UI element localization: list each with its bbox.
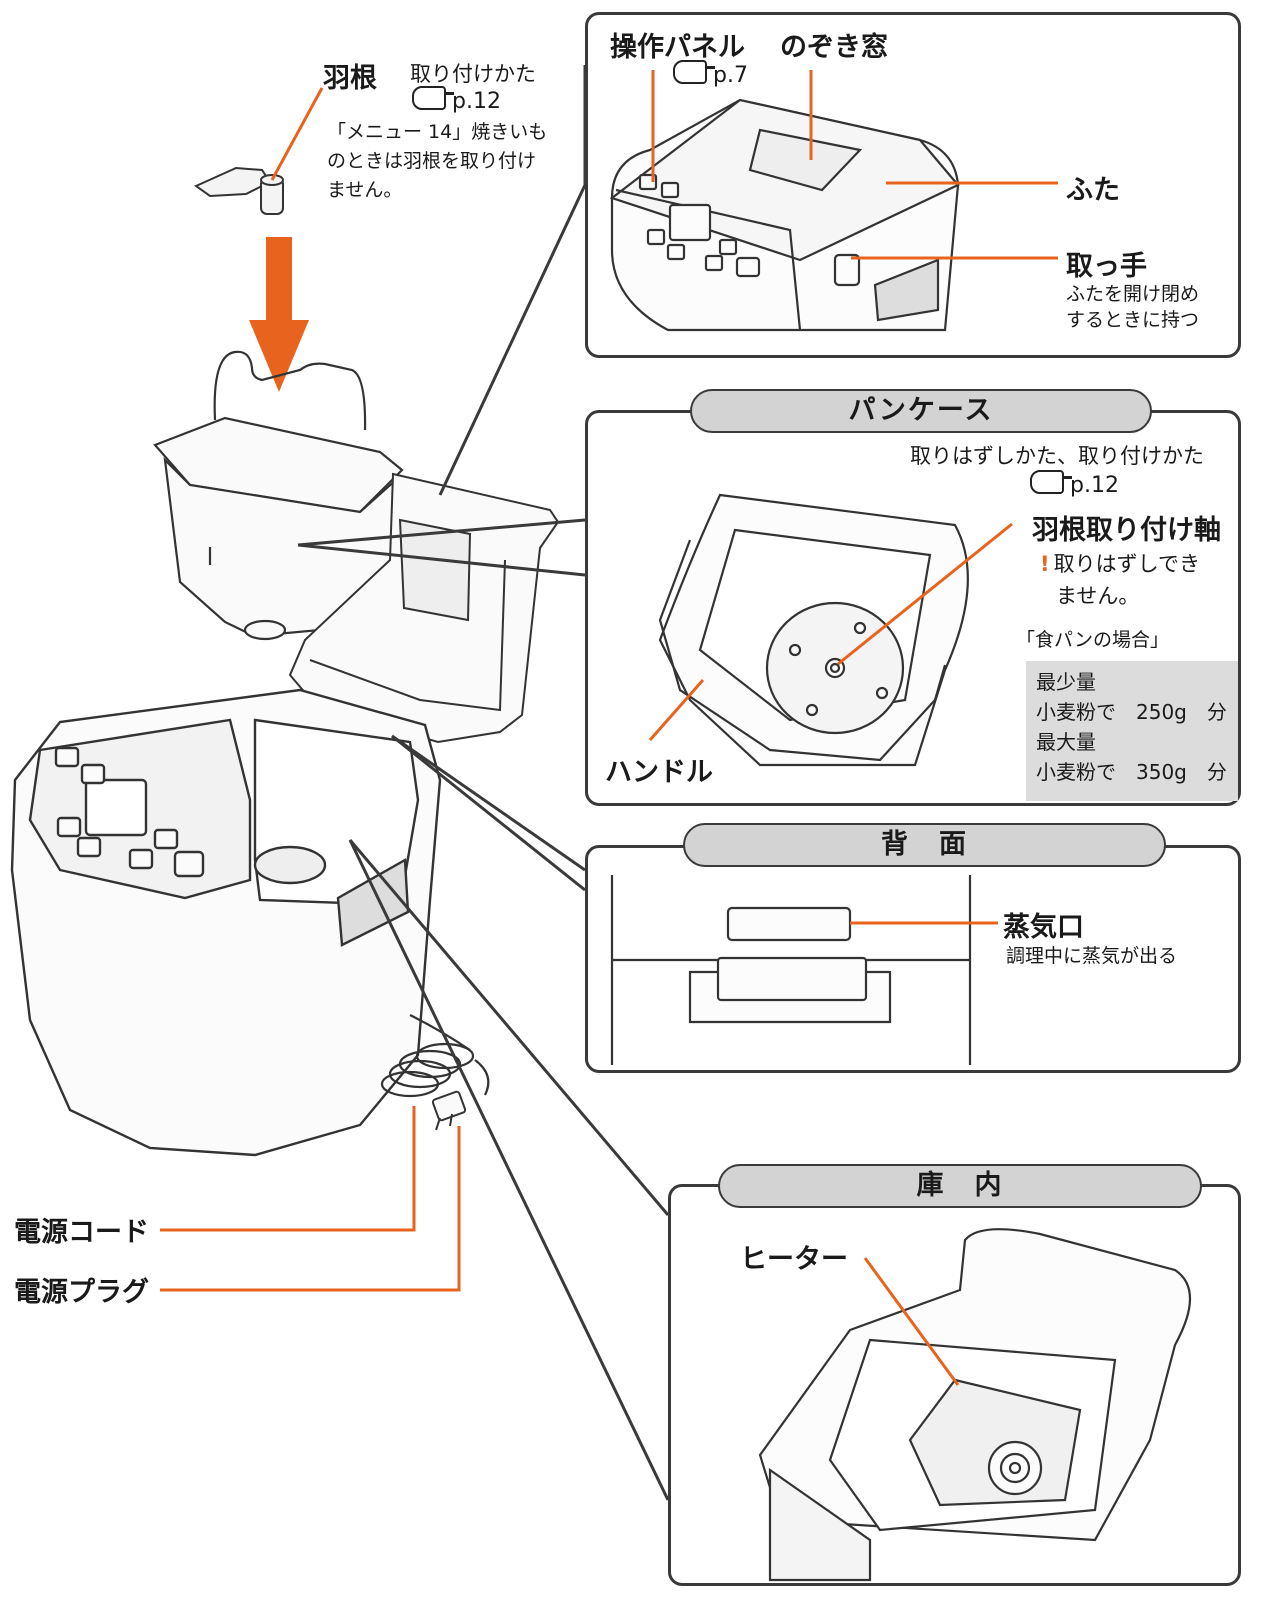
- cord-plug-leaders: [160, 1106, 461, 1292]
- capacity-box: 最少量 小麦粉で 250g 分 最大量 小麦粉で 350g 分: [1026, 661, 1238, 801]
- pan-case-ref-text: p.12: [1070, 473, 1119, 498]
- paddle-shaft-warning-2: ません。: [1056, 584, 1140, 608]
- paddle-shaft-warning-text-1: 取りはずしでき: [1053, 552, 1200, 576]
- min-label: 最少量: [1036, 670, 1096, 694]
- power-plug-label: 電源プラグ: [14, 1277, 149, 1308]
- steam-vent-note: 調理中に蒸気が出る: [1006, 945, 1178, 967]
- interior-header: 庫 内: [718, 1164, 1202, 1208]
- min-value: 小麦粉で 250g 分: [1036, 700, 1227, 724]
- paddle-leader: [270, 87, 324, 181]
- pointing-hand-icon: [673, 60, 715, 84]
- pointing-hand-icon: [1030, 470, 1072, 494]
- paddle-note-2: のときは羽根を取り付け: [327, 150, 537, 172]
- pan-case-header: パンケース: [690, 389, 1152, 433]
- plug-illustration: [431, 1090, 467, 1131]
- open-lid-illustration: [288, 472, 560, 744]
- steam-vent-label: 蒸気口: [1003, 912, 1084, 943]
- pan-handle-label: ハンドル: [605, 757, 713, 788]
- control-panel-ref-text: p.7: [713, 63, 748, 88]
- pan-case-ref: p.12: [1030, 470, 1119, 498]
- insert-arrow: [249, 237, 309, 392]
- pointing-hand-icon: [412, 86, 454, 110]
- cord-illustration: [380, 1014, 490, 1098]
- power-cord-label: 電源コード: [14, 1217, 149, 1248]
- paddle-title: 羽根: [323, 63, 377, 94]
- pan-case-remove-install-label: 取りはずしかた、取り付けかた: [910, 444, 1204, 468]
- carry-handle-note-2: するときに持つ: [1066, 309, 1200, 331]
- paddle-install-label: 取り付けかた: [410, 62, 536, 86]
- back-header: 背 面: [683, 823, 1166, 867]
- window-label: のぞき窓: [780, 32, 888, 63]
- warning-icon: !: [1040, 552, 1050, 576]
- paddle-note-3: ません。: [327, 179, 403, 201]
- control-panel-ref: p.7: [673, 60, 748, 88]
- paddle-shaft-label: 羽根取り付け軸: [1032, 515, 1221, 546]
- main-body-illustration: [10, 688, 442, 1157]
- paddle-ref: p.12: [412, 86, 501, 114]
- paddle-ref-text: p.12: [452, 89, 501, 114]
- lid-label: ふた: [1066, 175, 1120, 206]
- carry-handle-label: 取っ手: [1066, 251, 1147, 282]
- max-value: 小麦粉で 350g 分: [1036, 760, 1227, 784]
- bread-case-label: 「食パンの場合」: [1016, 629, 1169, 651]
- heater-label: ヒーター: [740, 1244, 848, 1275]
- paddle-shaft-warning-1: !取りはずしでき: [1040, 548, 1200, 578]
- max-label: 最大量: [1036, 730, 1096, 754]
- paddle-note-1: 「メニュー 14」焼きいも: [327, 121, 548, 143]
- control-panel-label: 操作パネル: [610, 32, 745, 63]
- carry-handle-note-1: ふたを開け閉め: [1066, 283, 1200, 305]
